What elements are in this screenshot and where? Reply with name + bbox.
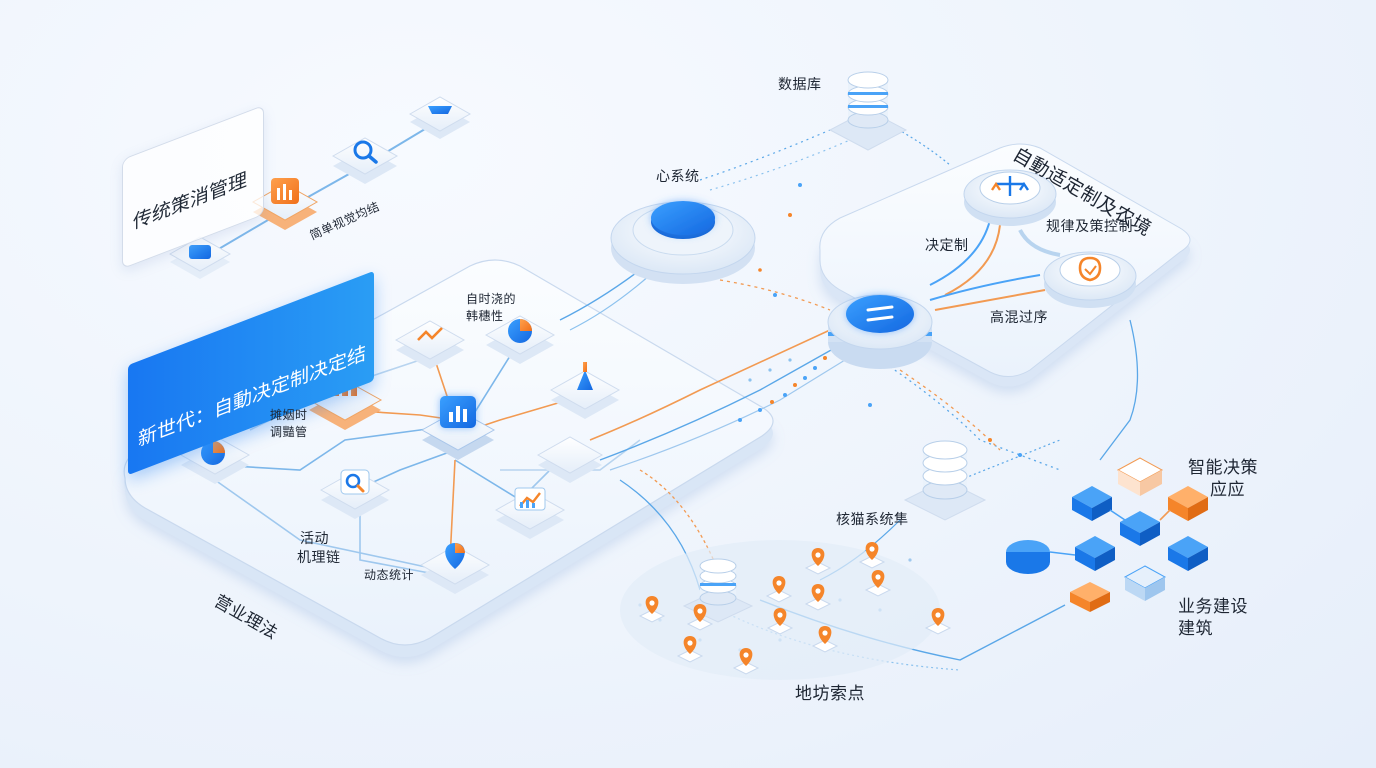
smart-decision-cluster (1006, 457, 1208, 612)
cube-blue-2[interactable] (1120, 511, 1160, 546)
map-pin[interactable] (766, 608, 794, 635)
database-icon (922, 440, 968, 500)
scales-node[interactable] (963, 169, 1057, 226)
map-pin[interactable] (858, 542, 886, 569)
geo-points-label: 地坊索点 (795, 684, 865, 704)
cube-blue-3[interactable] (1006, 540, 1050, 574)
activity-label-2: 机理链 (297, 550, 341, 566)
core-cluster-db[interactable] (903, 440, 987, 521)
map-pin[interactable] (765, 576, 793, 603)
chat-tile[interactable] (168, 236, 232, 279)
adjust-label-1: 摊姻时 (270, 408, 308, 422)
map-pin[interactable] (864, 570, 892, 597)
location-tile[interactable] (419, 543, 491, 594)
bar-chart-icon (449, 406, 467, 422)
core-system-node[interactable] (610, 201, 756, 284)
map-pins (638, 542, 952, 675)
self-time-label-1: 自时浇的 (466, 292, 517, 306)
business-label-2: 建筑 (1178, 619, 1213, 639)
traditional-chain (168, 96, 472, 279)
map-pin[interactable] (804, 584, 832, 611)
decision-label: 决定制 (925, 238, 969, 254)
database-node[interactable] (828, 71, 908, 151)
lab-tile[interactable] (549, 362, 621, 419)
search-tile[interactable] (331, 137, 399, 184)
smart-decision-label-2: 应应 (1210, 480, 1245, 500)
smart-decision-label-1: 智能决策 (1188, 458, 1258, 478)
pie-tile-top[interactable] (484, 315, 556, 364)
cart-icon (428, 106, 452, 114)
high-mix-label: 高混过序 (990, 310, 1048, 326)
trend-up-icon (519, 492, 541, 507)
scales-icon (991, 176, 1029, 196)
bar-chart-tile[interactable] (251, 178, 319, 230)
core-cluster-label: 核猫系统隼 (836, 512, 909, 528)
traditional-title: 传统策消管理 (133, 168, 248, 235)
map-pin[interactable] (924, 608, 952, 635)
cube-blue-4[interactable] (1075, 536, 1115, 571)
trend-tile-top[interactable] (394, 320, 466, 369)
cube-blue-5[interactable] (1168, 536, 1208, 571)
map-pin[interactable] (811, 626, 839, 653)
dynamic-stats-label: 动态统计 (364, 568, 415, 582)
rules-policy-label: 规律及策控制 (1046, 219, 1133, 235)
platform-tiles (179, 315, 621, 594)
trend-up-icon (417, 327, 443, 341)
cube-orange-2[interactable] (1070, 582, 1110, 612)
shield-icon (1078, 256, 1102, 282)
swap-node[interactable] (827, 294, 933, 369)
bar-tile-center[interactable] (420, 396, 496, 460)
map-pin[interactable] (638, 596, 666, 623)
cart-tile[interactable] (408, 96, 472, 139)
cube-white-top[interactable] (1116, 457, 1164, 496)
database-icon (847, 71, 889, 129)
map-pin[interactable] (686, 604, 714, 631)
database-icon (699, 558, 737, 606)
shield-node[interactable] (1043, 251, 1137, 308)
cube-blue-1[interactable] (1072, 486, 1112, 521)
adjust-label-2: 调豔管 (270, 425, 308, 439)
flask-icon (577, 370, 593, 390)
database-label: 数据库 (778, 77, 822, 93)
trend-tile-bottom[interactable] (494, 487, 566, 539)
map-pin[interactable] (676, 636, 704, 663)
search-icon (345, 473, 365, 493)
chat-icon (189, 245, 211, 259)
core-system-label: 心系统 (656, 169, 700, 185)
cube-light[interactable] (1123, 565, 1167, 601)
map-pin[interactable] (732, 648, 760, 675)
map-pin[interactable] (804, 548, 832, 575)
search-tile-platform[interactable] (319, 469, 391, 519)
search-icon (353, 140, 378, 164)
blank-tile[interactable] (536, 436, 604, 483)
self-time-label-2: 韩穗性 (466, 309, 504, 323)
cube-orange-1[interactable] (1168, 486, 1208, 521)
business-label-1: 业务建设 (1178, 597, 1248, 617)
activity-label-1: 活动 (300, 531, 329, 547)
swap-icon (866, 305, 894, 322)
